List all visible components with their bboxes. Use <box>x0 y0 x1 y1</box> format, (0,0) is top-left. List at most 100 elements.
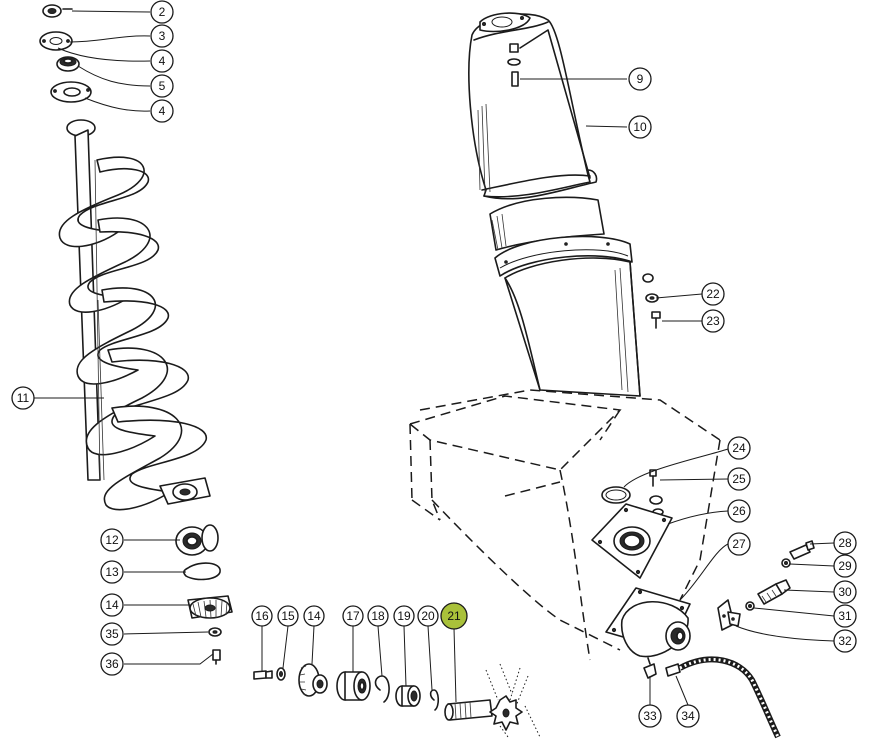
part-20-ring <box>429 689 440 711</box>
svg-text:14: 14 <box>105 598 119 612</box>
svg-text:33: 33 <box>643 709 657 723</box>
callout-9: 9 <box>628 67 652 91</box>
callout-29: 29 <box>833 554 857 578</box>
part-22-nut-washer <box>642 273 659 303</box>
svg-text:9: 9 <box>637 72 644 86</box>
callout-18: 18 <box>367 605 389 627</box>
part-11-auger <box>58 119 211 511</box>
part-12-bearing <box>175 524 219 556</box>
svg-text:32: 32 <box>838 634 852 648</box>
svg-text:10: 10 <box>633 120 647 134</box>
part-14-bevel-gear-2 <box>298 663 328 697</box>
callout-17: 17 <box>342 605 364 627</box>
callout-23: 23 <box>701 309 725 333</box>
svg-text:34: 34 <box>681 709 695 723</box>
callout-28: 28 <box>833 531 857 555</box>
part-4-flange <box>50 81 92 103</box>
callout-32: 32 <box>833 629 857 653</box>
part-34-cable <box>665 656 781 739</box>
top-bearing-stack <box>39 4 92 103</box>
svg-text:4: 4 <box>159 54 166 68</box>
lower-chute <box>489 196 641 397</box>
callout-14-left: 14 <box>100 593 124 617</box>
part-14-bevel-gear <box>187 595 233 619</box>
part-21-shaft <box>444 695 523 731</box>
svg-text:18: 18 <box>371 609 385 623</box>
svg-text:2: 2 <box>159 5 166 19</box>
housing-outline-dashed <box>408 389 721 661</box>
svg-text:3: 3 <box>159 29 166 43</box>
callout-5: 5 <box>150 74 174 98</box>
part-23-bolt <box>651 311 661 329</box>
part-18-circlip <box>374 675 390 703</box>
callout-2: 2 <box>150 0 174 24</box>
callout-20: 20 <box>417 605 439 627</box>
svg-text:4: 4 <box>159 104 166 118</box>
svg-text:35: 35 <box>105 627 119 641</box>
callout-30: 30 <box>833 580 857 604</box>
svg-text:27: 27 <box>732 537 746 551</box>
svg-text:14: 14 <box>307 609 321 623</box>
callout-19: 19 <box>393 605 415 627</box>
part-10-chute-hood <box>468 12 598 200</box>
callout-36: 36 <box>100 652 124 676</box>
chain-dotted <box>485 663 541 738</box>
callout-26: 26 <box>727 499 751 523</box>
svg-text:12: 12 <box>105 533 119 547</box>
part-35-washer <box>208 627 222 637</box>
svg-text:5: 5 <box>159 79 166 93</box>
part-15-washer <box>276 667 286 681</box>
svg-text:26: 26 <box>732 504 746 518</box>
callout-31: 31 <box>833 604 857 628</box>
part-5-bearing <box>56 56 80 72</box>
svg-text:28: 28 <box>838 536 852 550</box>
callout-35: 35 <box>100 622 124 646</box>
part-25-bolt <box>649 469 664 516</box>
part-17-bearing <box>336 671 371 701</box>
part-19-bearing <box>395 685 421 707</box>
callout-25: 25 <box>727 467 751 491</box>
svg-text:20: 20 <box>421 609 435 623</box>
svg-text:11: 11 <box>17 391 30 405</box>
callout-10: 10 <box>628 115 652 139</box>
callout-16: 16 <box>251 605 273 627</box>
part-24-oring <box>601 486 631 504</box>
svg-text:16: 16 <box>255 609 269 623</box>
callout-4-lower: 4 <box>150 99 174 123</box>
callout-3: 3 <box>150 24 174 48</box>
part-13-circlip <box>183 562 221 581</box>
part-27-cover <box>605 587 691 658</box>
callout-33: 33 <box>638 704 662 728</box>
part-30-fitting <box>757 579 791 605</box>
leader-lines <box>34 10 835 706</box>
svg-text:31: 31 <box>838 609 852 623</box>
callout-15: 15 <box>277 605 299 627</box>
callout-13: 13 <box>100 560 124 584</box>
svg-text:36: 36 <box>105 657 119 671</box>
part-16-bolt <box>253 670 273 680</box>
svg-text:25: 25 <box>732 472 746 486</box>
callout-34: 34 <box>676 704 700 728</box>
svg-text:19: 19 <box>397 609 411 623</box>
part-33-fitting <box>643 657 657 679</box>
part-36-bolt <box>212 649 221 665</box>
svg-text:24: 24 <box>732 441 746 455</box>
callout-4-upper: 4 <box>150 49 174 73</box>
svg-text:23: 23 <box>706 314 720 328</box>
svg-text:17: 17 <box>346 609 360 623</box>
part-3-flange <box>39 31 73 51</box>
callout-12: 12 <box>100 528 124 552</box>
callout-24: 24 <box>727 436 751 460</box>
callout-21-highlighted[interactable]: 21 <box>440 602 468 630</box>
svg-text:13: 13 <box>105 565 119 579</box>
svg-text:30: 30 <box>838 585 852 599</box>
callout-27: 27 <box>727 532 751 556</box>
callout-22: 22 <box>701 282 725 306</box>
svg-text:29: 29 <box>838 559 852 573</box>
part-28-bolt <box>789 540 815 560</box>
part-32-bracket <box>717 599 741 631</box>
part-31-nut <box>745 601 755 611</box>
part-26-bearing-plate <box>591 503 673 579</box>
